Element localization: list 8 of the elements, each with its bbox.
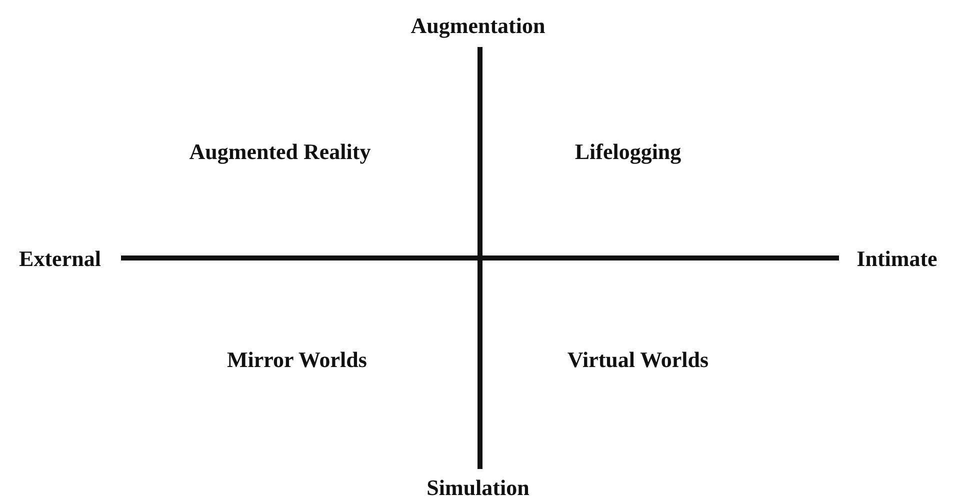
quadrant-label: Lifelogging <box>574 139 682 165</box>
axis-label: Simulation <box>426 475 530 500</box>
axis-label: Augmentation <box>410 13 546 39</box>
quadrant-label: Virtual Worlds <box>567 347 709 373</box>
axis-label: Intimate <box>856 246 938 272</box>
quadrant-label: Mirror Worlds <box>227 347 367 373</box>
quadrant-label: Augmented Reality <box>189 139 371 165</box>
axis-label: External <box>19 246 101 272</box>
